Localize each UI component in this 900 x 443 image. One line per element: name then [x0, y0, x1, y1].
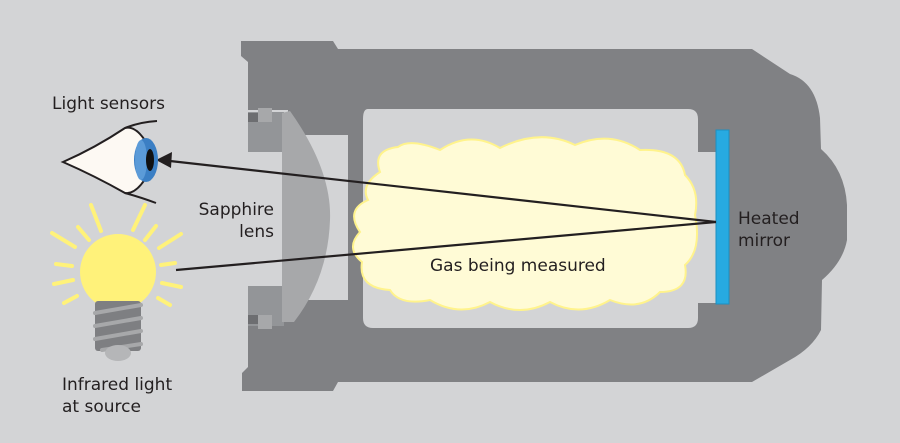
sapphire-lens: [282, 111, 331, 322]
infrared-source-label-line1: Infrared light: [62, 375, 173, 395]
heated-mirror: [715, 129, 730, 305]
sapphire-lens-label-line2: lens: [239, 222, 274, 242]
heated-mirror-label-line1: Heated: [738, 209, 800, 229]
heated-mirror-label: Heated mirror: [738, 208, 800, 252]
light-sensors-label: Light sensors: [52, 94, 166, 114]
gas-cloud: [352, 136, 698, 311]
heated-mirror-label-line2: mirror: [738, 231, 790, 251]
infrared-source-label-line2: at source: [62, 397, 141, 417]
gas-label: Gas being measured: [430, 256, 606, 276]
sapphire-lens-label: Sapphire lens: [190, 199, 274, 243]
light-bulb-icon: [50, 203, 183, 361]
lens-mount-bottom: [248, 286, 284, 329]
light-path-in: [175, 220, 717, 272]
lens-mount-top: [248, 108, 284, 152]
eye-icon: [60, 120, 158, 204]
infrared-source-label: Infrared light at source: [62, 374, 172, 418]
light-path-reflected: [169, 159, 717, 224]
sapphire-lens-label-line1: Sapphire: [198, 200, 274, 220]
arrowhead-icon: [156, 152, 172, 168]
